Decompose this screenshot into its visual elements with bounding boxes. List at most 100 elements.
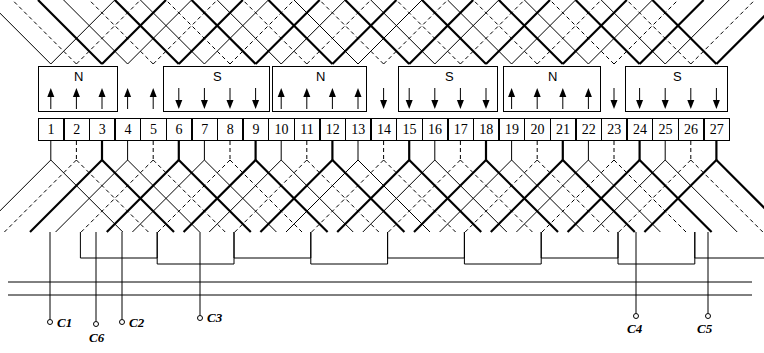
winding-line [601,0,665,64]
current-arrow [460,88,461,101]
current-arrow [227,100,234,109]
current-arrow [278,88,285,97]
slot-number: 24 [633,122,647,138]
winding-line [460,0,524,64]
current-arrow [611,100,618,109]
winding-line [396,0,460,64]
lead-wire [157,232,158,264]
current-arrow [665,88,666,101]
winding-line [690,141,691,160]
slot-box: 5 [140,118,166,141]
current-arrow [713,100,720,109]
current-arrow [50,96,51,109]
winding-line [588,0,652,64]
winding-line [435,0,499,64]
winding-line [691,0,755,64]
slot-box: 27 [704,118,730,141]
winding-line [614,141,615,160]
current-arrow [99,88,106,97]
slot-box: 20 [524,118,550,141]
pole-box: S [398,66,498,112]
lead-wire [234,258,311,259]
winding-line [0,160,51,232]
slot-box: 10 [268,118,294,141]
winding-line [307,0,371,64]
pole-box: N [272,66,367,112]
lead-wire [695,258,764,259]
winding-line [383,141,384,160]
current-arrow [329,88,336,97]
winding-line [665,0,729,64]
winding-line [256,0,320,64]
lead-wire [80,232,81,258]
terminal-label: C1 [56,316,73,330]
terminal-label: C4 [626,322,643,336]
current-arrow [457,100,464,109]
current-arrow [380,100,387,109]
winding-line [76,0,140,64]
slot-number: 13 [351,122,365,138]
slot-box: 17 [448,118,474,141]
lead-wire [694,232,695,264]
lead-wire [311,264,388,265]
slot-number: 7 [201,122,208,138]
lead-wire [541,232,542,258]
slot-box: 1 [38,118,64,141]
winding-line [562,141,564,160]
slot-number: 9 [252,122,259,138]
lead-wire [464,232,465,264]
slot-number: 19 [505,122,519,138]
winding-line [306,141,307,160]
terminal-dot [48,320,53,325]
winding-line [64,0,128,64]
slot-number: 21 [556,122,570,138]
terminal-lead [50,232,51,320]
winding-line [179,0,243,64]
winding-line [485,141,487,160]
current-arrow [201,100,208,109]
slot-number: 1 [48,122,55,138]
current-arrow [252,100,259,109]
slot-box: 19 [499,118,525,141]
terminal-dot [94,322,99,327]
winding-line [102,0,166,64]
pole-box: S [163,66,270,112]
winding-line [358,0,422,64]
winding-line [644,160,716,232]
winding-line [652,0,716,64]
slot-number: 20 [530,122,544,138]
current-arrow [76,96,77,109]
slot-number: 16 [428,122,442,138]
slot-box: 4 [115,118,141,141]
slot-box: 24 [627,118,653,141]
winding-line [614,0,678,64]
slot-number: 4 [124,122,131,138]
winding-line [320,0,384,64]
winding-line [127,141,128,160]
slot-number: 18 [479,122,493,138]
current-arrow [639,88,640,101]
current-arrow [355,88,362,97]
pole-box: N [503,66,601,112]
winding-line [153,0,217,64]
winding-line [715,141,717,160]
current-arrow [636,100,643,109]
slot-number: 23 [607,122,621,138]
slot-box: 16 [422,118,448,141]
current-arrow [175,100,182,109]
current-arrow [204,88,205,101]
current-arrow [153,96,154,109]
winding-line [434,141,435,160]
slot-number: 25 [658,122,672,138]
winding-line [716,0,764,64]
lead-wire [388,258,465,259]
slot-box: 8 [217,118,243,141]
lead-wire [387,232,388,264]
winding-line [230,141,231,160]
lead-wire [157,264,234,265]
winding-line [281,141,282,160]
current-arrow [303,88,310,97]
current-arrow [559,88,566,97]
winding-line [166,0,230,64]
current-arrow [537,96,538,109]
